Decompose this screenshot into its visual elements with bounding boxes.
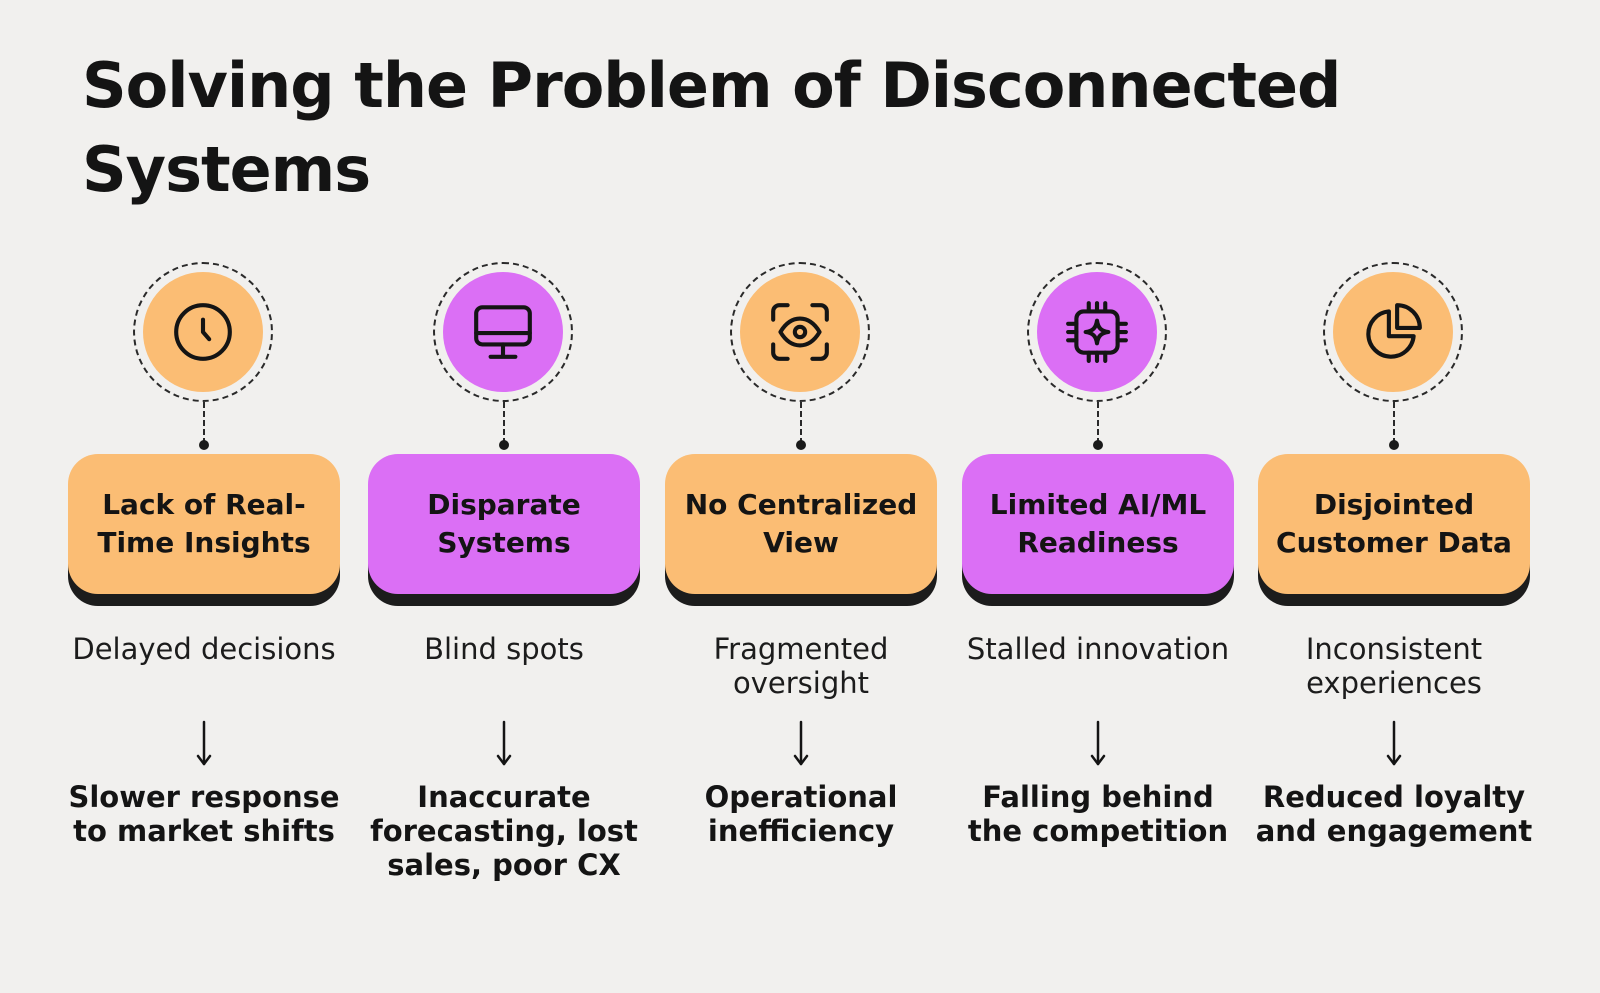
problem-column-customer-data: Disjointed Customer Data Inconsistent ex… — [1256, 262, 1532, 962]
dashed-connector — [1097, 402, 1099, 444]
connector-dot — [796, 440, 806, 450]
arrow-down-icon — [793, 720, 809, 766]
effect-text: Blind spots — [424, 632, 584, 666]
effect-text: Fragmented oversight — [713, 632, 889, 700]
page-title: Solving the Problem of Disconnected Syst… — [82, 49, 1341, 206]
icon-ring — [133, 262, 273, 402]
outcome-text: Falling behind the competition — [967, 780, 1229, 848]
problem-card: Lack of Real-Time Insights — [68, 454, 340, 594]
arrow-down-icon — [496, 720, 512, 766]
problem-column-disparate-systems: Disparate Systems Blind spots Inaccurate… — [368, 262, 640, 962]
clock-icon — [174, 303, 232, 361]
outcome-text: Operational inefficiency — [704, 780, 898, 848]
problem-label: Disjointed Customer Data — [1276, 488, 1512, 559]
outcome-text: Slower response to market shifts — [68, 780, 340, 848]
ai-chip-icon — [1066, 301, 1128, 363]
problem-card: Disparate Systems — [368, 454, 640, 594]
arrow-down-icon — [1090, 720, 1106, 766]
problem-column-real-time-insights: Lack of Real-Time Insights Delayed decis… — [68, 262, 340, 962]
icon-ring — [1323, 262, 1463, 402]
icon-circle — [740, 272, 860, 392]
icon-circle — [1037, 272, 1157, 392]
arrow-down-icon — [1386, 720, 1402, 766]
icon-ring — [1027, 262, 1167, 402]
effect-text: Inconsistent experiences — [1305, 632, 1483, 700]
connector-dot — [199, 440, 209, 450]
eye-scan-icon — [771, 303, 829, 361]
dashed-connector — [1393, 402, 1395, 444]
problem-card: No Centralized View — [665, 454, 937, 594]
effect-text: Stalled innovation — [966, 632, 1230, 666]
dashed-connector — [800, 402, 802, 444]
problem-column-centralized-view: No Centralized View Fragmented oversight… — [665, 262, 937, 962]
problem-card: Disjointed Customer Data — [1258, 454, 1530, 594]
problem-label: Lack of Real-Time Insights — [97, 488, 311, 559]
effect-text: Delayed decisions — [72, 632, 336, 666]
pie-chart-icon — [1366, 303, 1422, 359]
connector-dot — [1093, 440, 1103, 450]
problem-column-ai-ml-readiness: Limited AI/ML Readiness Stalled innovati… — [962, 262, 1234, 962]
problem-label: Limited AI/ML Readiness — [989, 488, 1207, 559]
icon-circle — [1333, 272, 1453, 392]
problem-label: Disparate Systems — [427, 488, 581, 559]
arrow-down-icon — [196, 720, 212, 766]
dashed-connector — [503, 402, 505, 444]
dashed-connector — [203, 402, 205, 444]
connector-dot — [499, 440, 509, 450]
problem-card: Limited AI/ML Readiness — [962, 454, 1234, 594]
outcome-text: Inaccurate forecasting, lost sales, poor… — [370, 780, 638, 882]
monitor-icon — [474, 305, 532, 359]
icon-circle — [143, 272, 263, 392]
connector-dot — [1389, 440, 1399, 450]
icon-ring — [730, 262, 870, 402]
problem-label: No Centralized View — [684, 488, 918, 559]
outcome-text: Reduced loyalty and engagement — [1255, 780, 1533, 848]
icon-circle — [443, 272, 563, 392]
icon-ring — [433, 262, 573, 402]
